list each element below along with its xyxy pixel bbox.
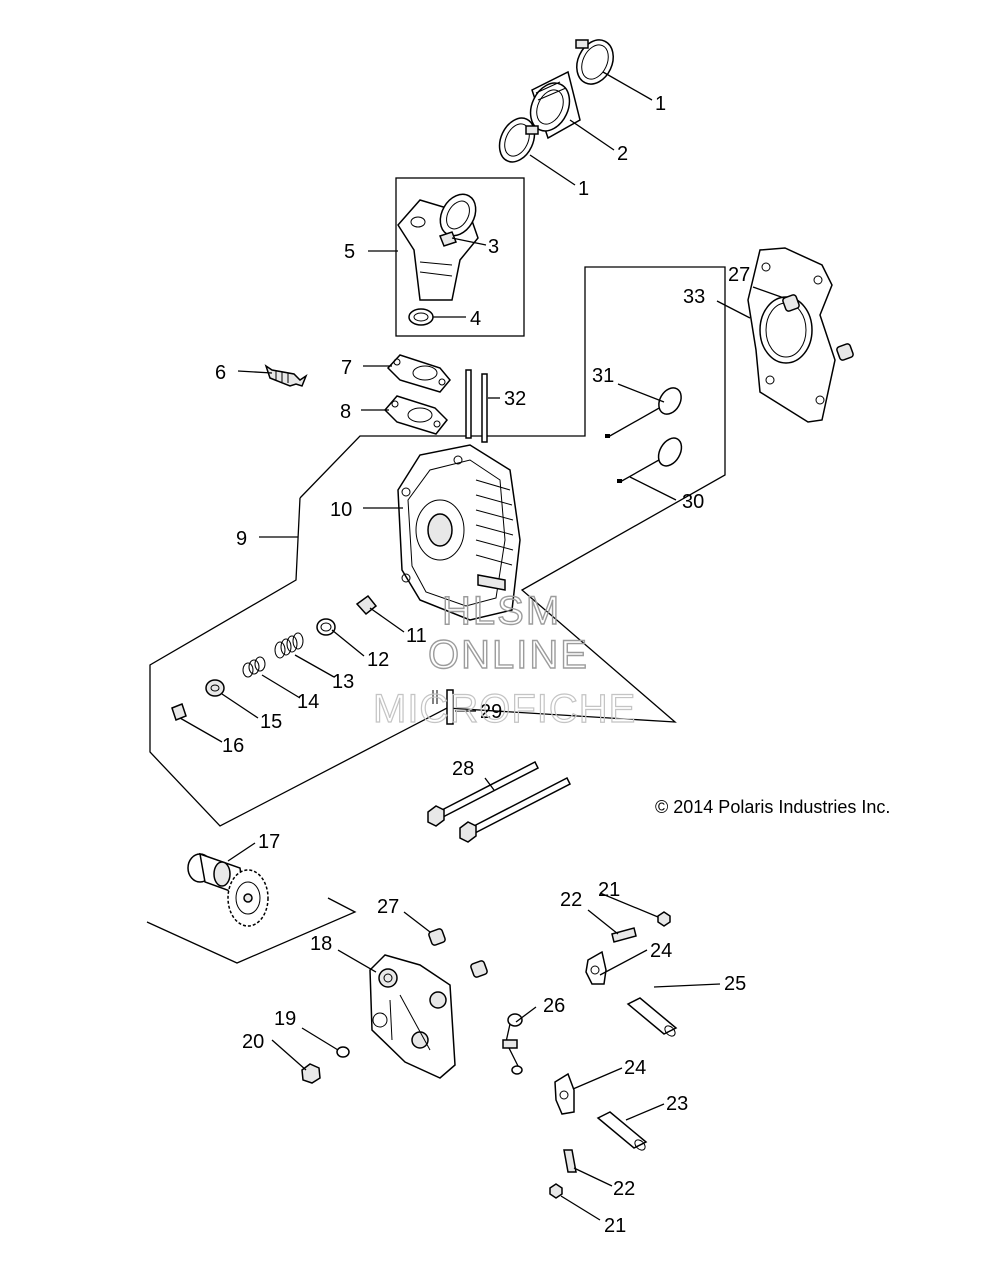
- callout-27a: 27: [728, 264, 750, 286]
- callout-7: 7: [341, 357, 352, 379]
- nut-part: [301, 1063, 321, 1084]
- callout-12: 12: [367, 649, 389, 671]
- lock-nut-upper-part: [657, 911, 671, 927]
- callout-18: 18: [310, 933, 332, 955]
- callout-32: 32: [504, 388, 526, 410]
- dowel-pin-mid2-part: [470, 960, 488, 978]
- callout-28: 28: [452, 758, 474, 780]
- callout-15: 15: [260, 711, 282, 733]
- callout-17: 17: [258, 831, 280, 853]
- callout-9: 9: [236, 528, 247, 550]
- callout-2: 2: [617, 143, 628, 165]
- outer-spring-part: [274, 632, 304, 659]
- callout-31: 31: [592, 365, 614, 387]
- washer-part: [336, 1046, 350, 1058]
- callout-1b: 1: [578, 178, 589, 200]
- lock-nut-lower-part: [549, 1183, 563, 1199]
- callout-11: 11: [406, 625, 427, 647]
- head-gasket-part: [747, 247, 836, 423]
- copyright-text: © 2014 Polaris Industries Inc.: [655, 797, 890, 817]
- watermark-line-3: MICROFICHE: [373, 687, 636, 731]
- callout-14: 14: [297, 691, 319, 713]
- watermark-line-1: HLSM: [442, 589, 561, 633]
- intake-group-box: [395, 177, 525, 337]
- callout-22a: 22: [560, 889, 582, 911]
- adjust-screw-lower-part: [563, 1149, 577, 1173]
- spring-retainer-part: [205, 679, 225, 697]
- o-ring-part: [408, 308, 434, 326]
- callout-24a: 24: [650, 940, 672, 962]
- callout-10: 10: [330, 499, 352, 521]
- long-bolts-part: [427, 760, 572, 843]
- callout-5: 5: [344, 241, 355, 263]
- spark-plug-part: [264, 364, 308, 387]
- rocker-shaft-lower-part: [596, 1111, 648, 1151]
- callout-27b: 27: [377, 896, 399, 918]
- dowel-pin-right-part: [836, 343, 854, 361]
- spring-seat-part: [316, 618, 336, 636]
- valve-lower-part: [617, 437, 683, 483]
- rod-pins-part: [465, 369, 488, 443]
- rocker-shaft-upper-part: [626, 997, 678, 1037]
- leader-lines: [179, 71, 785, 1221]
- callout-21b: 21: [604, 1215, 626, 1237]
- callout-23: 23: [666, 1093, 688, 1115]
- clamp-lower-part: [498, 117, 539, 163]
- callout-22b: 22: [613, 1178, 635, 1200]
- cylinder-head-part: [397, 444, 521, 621]
- callout-33: 33: [683, 286, 705, 308]
- inner-spring-part: [242, 656, 266, 678]
- callout-19: 19: [274, 1008, 296, 1030]
- adjust-screw-upper-part: [611, 927, 637, 943]
- callout-24b: 24: [624, 1057, 646, 1079]
- callout-1a: 1: [655, 93, 666, 115]
- callout-8: 8: [340, 401, 351, 423]
- rocker-arm-lower-part: [554, 1072, 575, 1115]
- callout-26: 26: [543, 995, 565, 1017]
- camshaft-part: [187, 852, 269, 927]
- valve-cotter-part: [171, 703, 187, 721]
- stud-part: [432, 689, 454, 725]
- clamp-top-part: [575, 39, 614, 85]
- insulator-gasket-part: [386, 354, 451, 393]
- watermark-line-2: ONLINE: [428, 633, 589, 677]
- callout-13: 13: [332, 671, 354, 693]
- callout-20: 20: [242, 1031, 264, 1053]
- callout-21a: 21: [598, 879, 620, 901]
- valve-upper-part: [605, 387, 682, 438]
- dowel-pin-mid-part: [428, 928, 446, 946]
- intake-boot-part: [529, 70, 581, 140]
- bracket-part: [502, 1013, 523, 1075]
- rocker-holder-part: [369, 954, 456, 1079]
- callout-16: 16: [222, 735, 244, 757]
- callout-3: 3: [488, 236, 499, 258]
- intake-manifold-part: [397, 193, 479, 301]
- camshaft-group-outline: [146, 897, 357, 964]
- callout-4: 4: [470, 308, 481, 330]
- callout-25: 25: [724, 973, 746, 995]
- callout-30: 30: [682, 491, 704, 513]
- cylinder-head-group-outline: [149, 266, 726, 827]
- valve-seal-part: [355, 594, 378, 616]
- rocker-arm-upper-part: [585, 950, 607, 985]
- callout-29: 29: [480, 701, 502, 723]
- dowel-pin-top-part: [782, 294, 800, 312]
- callout-6: 6: [215, 362, 226, 384]
- intake-gasket-part: [383, 395, 449, 435]
